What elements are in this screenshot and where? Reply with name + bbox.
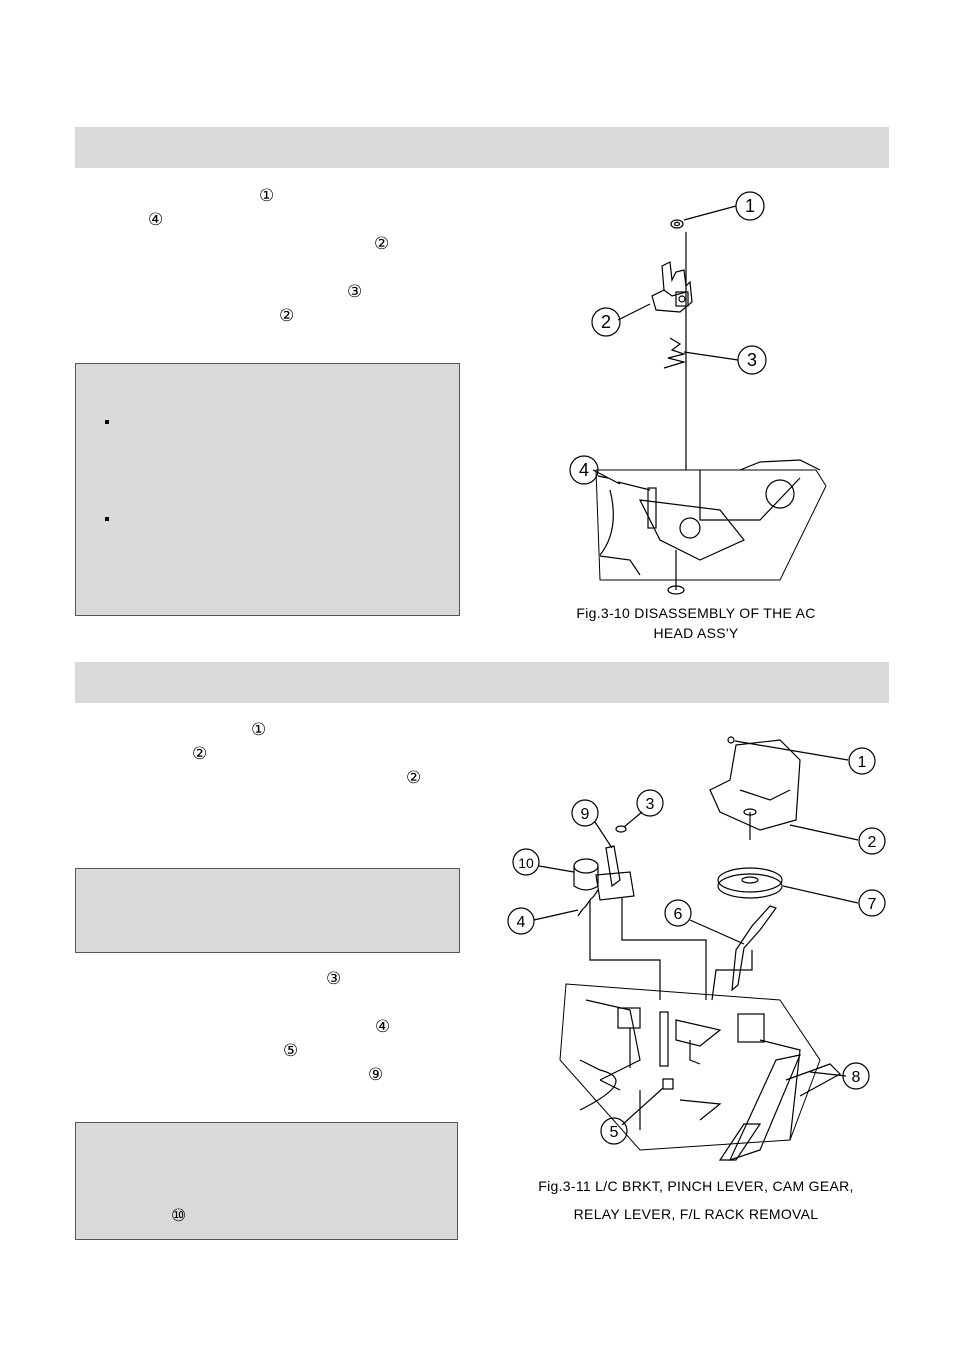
callout-number: 10 <box>518 855 534 871</box>
callout-number: 3 <box>747 350 757 370</box>
note-box-1 <box>75 363 460 616</box>
step-marker: ② <box>192 744 208 764</box>
figure-caption-3-11: Fig.3-11 L/C BRKT, PINCH LEVER, CAM GEAR… <box>506 1172 886 1228</box>
callout-number: 4 <box>517 914 526 931</box>
callout-number: 2 <box>868 834 877 851</box>
step-marker: ② <box>406 768 422 788</box>
step-marker: ④ <box>148 210 164 230</box>
caption-line: Fig.3-10 DISASSEMBLY OF THE AC <box>576 605 816 621</box>
step-marker: ⑩ <box>171 1206 187 1226</box>
step-marker: ② <box>374 234 390 254</box>
section-header-bar-1 <box>75 127 889 168</box>
step-marker: ① <box>259 186 275 206</box>
bullet-point <box>105 517 109 521</box>
callout-number: 1 <box>858 754 867 771</box>
step-marker: ⑤ <box>283 1041 299 1061</box>
callout-number: 5 <box>610 1124 619 1141</box>
callout-number: 1 <box>745 196 755 216</box>
step-marker: ⑨ <box>368 1065 384 1085</box>
figure-caption-3-10: Fig.3-10 DISASSEMBLY OF THE AC HEAD ASS'… <box>548 603 844 643</box>
section-header-bar-2 <box>75 662 889 703</box>
caption-line: HEAD ASS'Y <box>653 625 739 641</box>
callout-number: 4 <box>579 460 589 480</box>
callout-number: 7 <box>868 896 877 913</box>
callout-number: 3 <box>646 796 655 813</box>
step-marker: ④ <box>375 1017 391 1037</box>
step-marker: ② <box>279 306 295 326</box>
step-marker: ③ <box>347 282 363 302</box>
callout-number: 2 <box>601 312 611 332</box>
note-box-2 <box>75 868 460 953</box>
caption-line: Fig.3-11 L/C BRKT, PINCH LEVER, CAM GEAR… <box>538 1178 854 1194</box>
note-box-3: ⑩ <box>75 1122 458 1240</box>
callout-number: 8 <box>852 1069 861 1086</box>
step-marker: ① <box>251 720 267 740</box>
caption-line: RELAY LEVER, F/L RACK REMOVAL <box>573 1206 819 1222</box>
bullet-point <box>105 420 109 424</box>
callout-number: 9 <box>581 806 590 823</box>
callout-number: 6 <box>674 906 683 923</box>
step-marker: ③ <box>326 969 342 989</box>
